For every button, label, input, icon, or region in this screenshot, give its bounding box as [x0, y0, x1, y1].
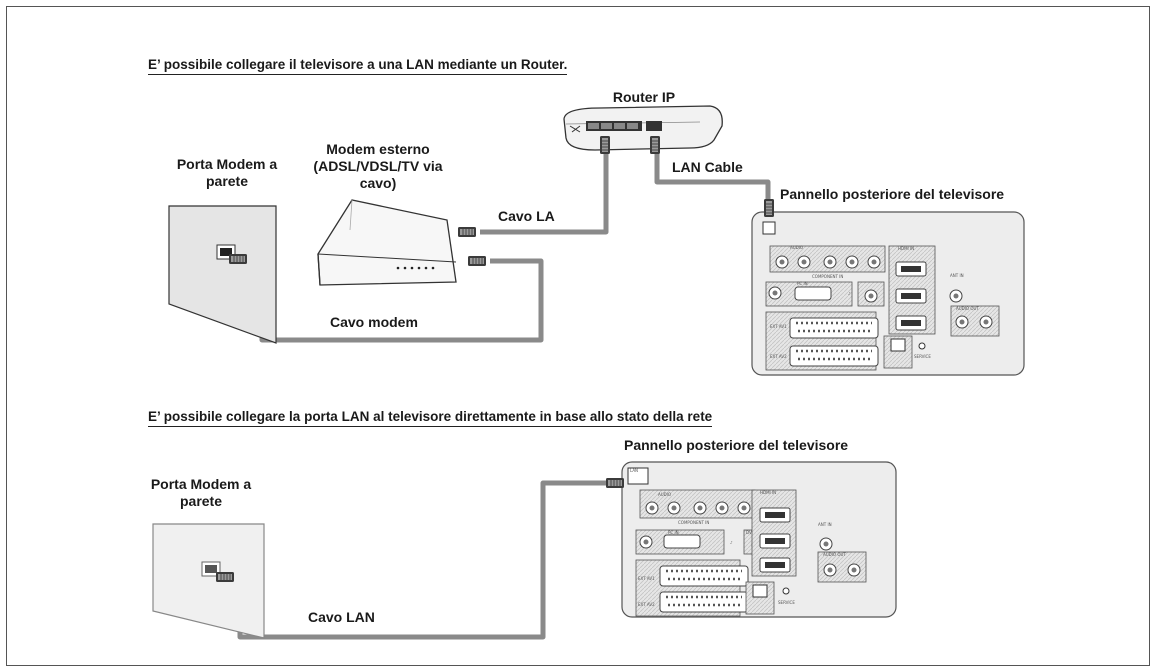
modem-cable-label: Cavo modem [330, 314, 418, 330]
router-device [563, 105, 723, 155]
svg-text:ANT IN: ANT IN [818, 522, 832, 527]
svg-text:AUDIO OUT: AUDIO OUT [956, 306, 979, 311]
svg-text:EXT AV2: EXT AV2 [770, 354, 787, 359]
tv-panel-label-2: Pannello posteriore del televisore [624, 437, 849, 453]
svg-text:PC IN: PC IN [668, 530, 679, 535]
svg-text:COMPONENT IN: COMPONENT IN [812, 274, 843, 279]
svg-text:EXT AV1: EXT AV1 [638, 576, 655, 581]
svg-text:COMPONENT IN: COMPONENT IN [678, 520, 709, 525]
svg-text:SERVICE: SERVICE [914, 354, 931, 359]
lan-cable-modem-router [480, 146, 609, 235]
lan-cable-router-tv [654, 150, 771, 200]
tv-back-panel-1: AUDIO COMPONENT IN PC IN ♪ EXT AV1 EXT A… [751, 198, 1025, 376]
svg-text:AUDIO OUT: AUDIO OUT [823, 552, 846, 557]
wall-panel-1 [168, 205, 277, 344]
section2-heading: E’ possibile collegare la porta LAN al t… [148, 409, 713, 427]
svg-text:♪: ♪ [848, 291, 851, 296]
svg-text:AUDIO: AUDIO [790, 245, 803, 250]
wall-panel-2 [152, 523, 265, 639]
svg-text:ANT IN: ANT IN [950, 273, 964, 278]
svg-text:SERVICE: SERVICE [778, 600, 795, 605]
wall-port-label-2: Porta Modem a parete [150, 476, 252, 509]
svg-text:AUDIO: AUDIO [658, 492, 671, 497]
lan-cable-direct [232, 480, 608, 640]
svg-text:EXT AV1: EXT AV1 [770, 324, 787, 329]
svg-text:HDMI IN: HDMI IN [760, 490, 776, 495]
svg-text:PC IN: PC IN [797, 281, 808, 286]
modem-device [317, 199, 487, 286]
svg-text:DVI: DVI [746, 530, 753, 535]
svg-text:EXT AV2: EXT AV2 [638, 602, 655, 607]
svg-text:♪: ♪ [730, 540, 733, 545]
tv-back-panel-2: LAN AUDIO COMPONENT IN PC IN ♪ DVI EXT A… [605, 461, 897, 618]
lan-cable-label: LAN Cable [672, 159, 743, 175]
router-label: Router IP [612, 89, 676, 105]
cavo-la-label: Cavo LA [498, 208, 555, 224]
tv-panel-label-1: Pannello posteriore del televisore [780, 186, 1005, 202]
modem-label: Modem esterno (ADSL/VDSL/TV via cavo) [313, 141, 443, 191]
lan-cable-label-2: Cavo LAN [308, 609, 375, 625]
wall-port-label-1: Porta Modem a parete [176, 156, 278, 189]
svg-text:LAN: LAN [630, 468, 638, 473]
section1-heading: E’ possibile collegare il televisore a u… [148, 57, 568, 75]
svg-text:HDMI IN: HDMI IN [898, 246, 914, 251]
